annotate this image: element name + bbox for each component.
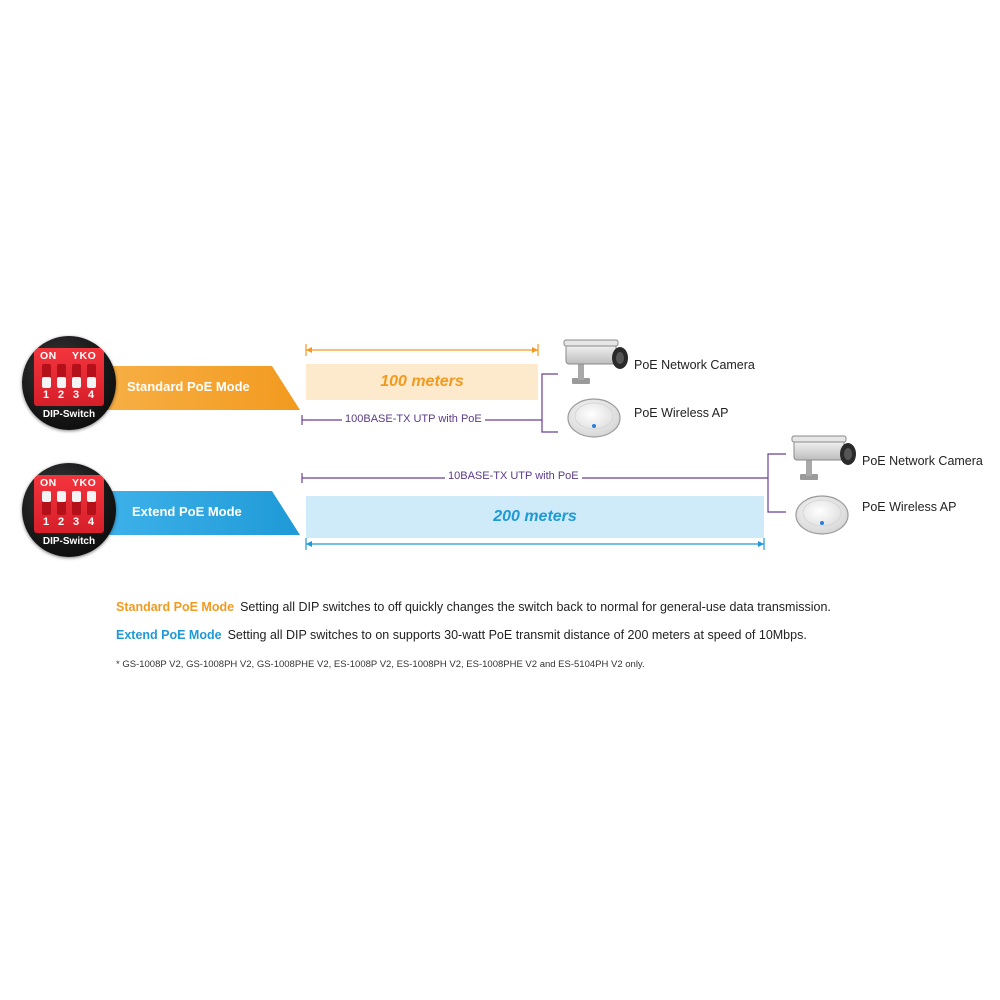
- standard-distance-bar: 100 meters: [306, 364, 538, 400]
- standard-mode-description-text: Setting all DIP switches to off quickly …: [240, 600, 831, 614]
- dip-switch-icon: ON YKO 1 2 3 4 DIP-Switch: [22, 463, 116, 557]
- standard-mode-description: Standard PoE Mode Setting all DIP switche…: [116, 600, 831, 614]
- standard-mode-banner-shape: [96, 366, 300, 410]
- extend-distance-bar: 200 meters: [306, 496, 764, 538]
- extend-mode-label: Extend PoE Mode: [132, 504, 242, 519]
- extend-mode-description-title: Extend PoE Mode: [116, 628, 222, 642]
- extend-mode-description-text: Setting all DIP switches to on supports …: [227, 628, 807, 642]
- extend-device-camera-label: PoE Network Camera: [862, 454, 983, 468]
- standard-cable-lines: [301, 344, 558, 433]
- dip-switch-body: ON YKO 1 2 3 4: [34, 348, 104, 406]
- standard-device-ap-label: PoE Wireless AP: [634, 406, 729, 420]
- extend-mode-description: Extend PoE Mode Setting all DIP switches …: [116, 628, 807, 642]
- dip-switch-icon: ON YKO 1 2 3 4 DIP-Switch: [22, 336, 116, 430]
- wireless-ap-icon: [567, 398, 621, 438]
- dip-number-4: 4: [87, 389, 95, 401]
- wireless-ap-icon: [795, 495, 849, 535]
- standard-mode-label: Standard PoE Mode: [127, 379, 250, 394]
- dip-switch-label: DIP-Switch: [42, 409, 96, 420]
- dip-on-label: ON: [40, 477, 57, 489]
- extend-cable-label: 10BASE-TX UTP with PoE: [445, 470, 582, 482]
- dip-number-2: 2: [57, 389, 65, 401]
- model-footnote: * GS-1008P V2, GS-1008PH V2, GS-1008PHE …: [116, 659, 645, 670]
- network-camera-icon: [563, 339, 628, 384]
- extend-mode-banner-shape: [96, 491, 300, 535]
- dip-yko-label: YKO: [72, 477, 97, 489]
- dip-number-4: 4: [87, 516, 95, 528]
- dip-yko-label: YKO: [72, 350, 97, 362]
- standard-mode-description-title: Standard PoE Mode: [116, 600, 235, 614]
- dip-number-3: 3: [72, 389, 80, 401]
- standard-device-camera-label: PoE Network Camera: [634, 358, 755, 372]
- dip-number-1: 1: [42, 389, 50, 401]
- extend-cable-lines: [301, 453, 786, 550]
- dip-number-1: 1: [42, 516, 50, 528]
- standard-cable-label: 100BASE-TX UTP with PoE: [342, 413, 485, 425]
- dip-switch-body: ON YKO 1 2 3 4: [34, 475, 104, 533]
- network-camera-icon: [791, 435, 856, 480]
- dip-number-3: 3: [72, 516, 80, 528]
- extend-device-ap-label: PoE Wireless AP: [862, 500, 957, 514]
- dip-switch-label: DIP-Switch: [42, 536, 96, 547]
- dip-on-label: ON: [40, 350, 57, 362]
- dip-number-2: 2: [57, 516, 65, 528]
